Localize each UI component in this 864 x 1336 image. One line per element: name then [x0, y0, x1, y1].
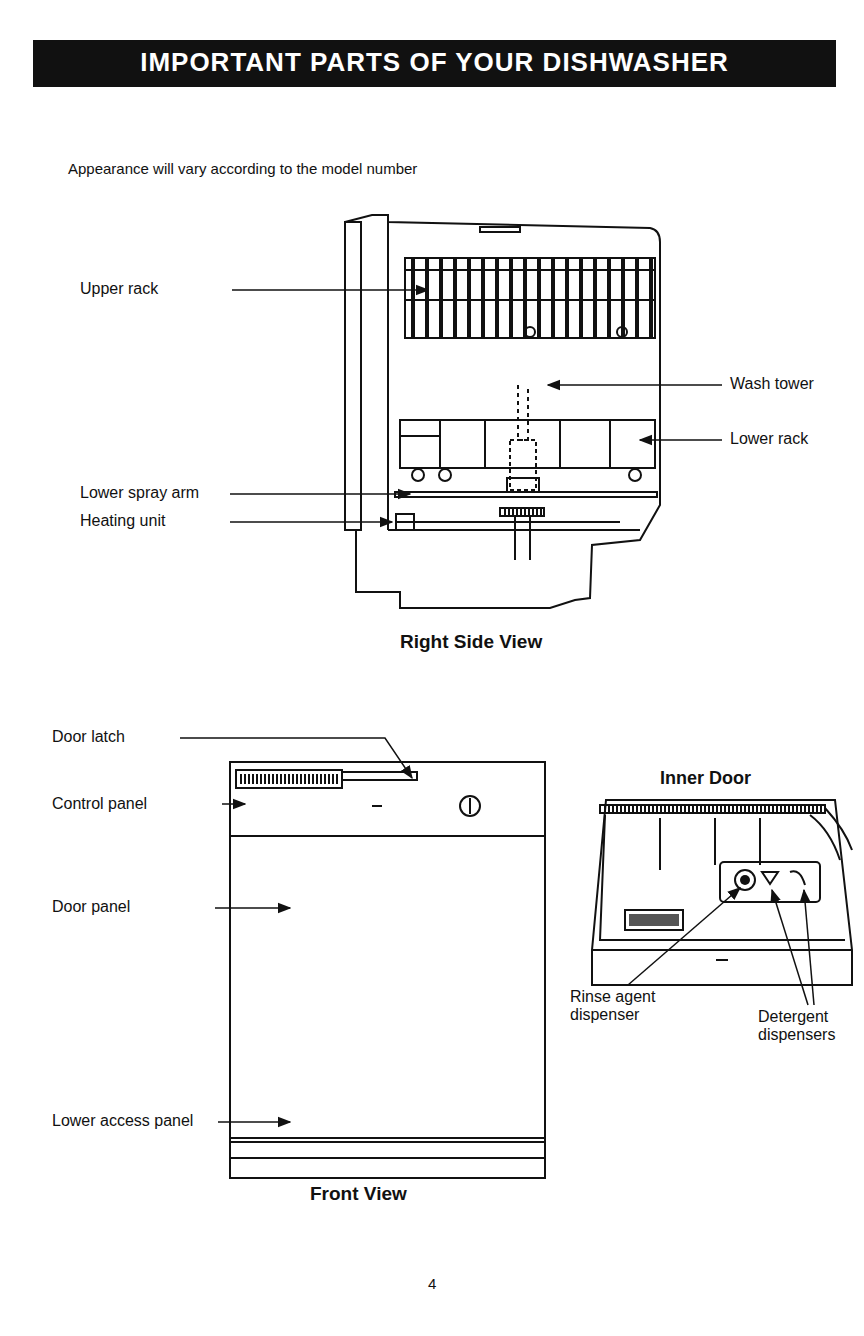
- leader-line: [232, 289, 428, 291]
- part-label: Detergent dispensers: [758, 1008, 858, 1045]
- detergent-cup: [762, 872, 778, 884]
- leader-line: [640, 439, 722, 441]
- part-label: Upper rack: [80, 280, 158, 298]
- grille: [600, 805, 825, 813]
- lower-rack: [400, 420, 655, 468]
- heating-element: [396, 521, 620, 523]
- label-plate-fill: [629, 914, 679, 926]
- grille-slots: [602, 806, 823, 812]
- door-edge: [345, 222, 361, 530]
- control-panel-edge: [230, 835, 545, 837]
- button-strip: [240, 774, 338, 784]
- page-number: 4: [428, 1275, 436, 1292]
- access-panel-edge: [230, 1141, 545, 1143]
- buttons: [240, 774, 338, 784]
- view-caption: Right Side View: [400, 631, 542, 653]
- upper-rack: [405, 258, 655, 338]
- rack-divider: [439, 420, 441, 468]
- note: Appearance will vary according to the mo…: [68, 160, 417, 177]
- side-view: [345, 215, 660, 608]
- leader-line: [230, 493, 410, 495]
- access-panel-edge: [230, 1157, 545, 1159]
- leader-line: [222, 803, 245, 805]
- wash-tower: [518, 385, 528, 440]
- part-label: Heating unit: [80, 512, 165, 530]
- filter-mesh: [502, 509, 542, 515]
- label-plate: [625, 910, 683, 930]
- part-label: Lower access panel: [52, 1112, 193, 1130]
- rib: [659, 818, 661, 870]
- tub-front: [387, 222, 389, 530]
- leaders-side: [230, 290, 722, 522]
- door-liner: [600, 815, 845, 940]
- leader-line: [230, 521, 392, 523]
- rack-divider: [609, 420, 611, 468]
- door-latch: [342, 772, 417, 780]
- rinse-agent-cap: [735, 870, 755, 890]
- inner-door-outline: [592, 800, 852, 985]
- rib: [714, 818, 716, 865]
- title-banner: [33, 40, 836, 87]
- leader-line: [628, 888, 740, 985]
- rack-wheel: [629, 469, 641, 481]
- part-label: Rinse agent dispenser: [570, 988, 680, 1025]
- filter: [500, 508, 544, 516]
- leader-line: [180, 738, 412, 778]
- button-row: [236, 770, 342, 788]
- leaders-inner: [628, 888, 814, 1005]
- leaders-front: [180, 738, 412, 1122]
- upper-rack-wires: [405, 258, 655, 338]
- door-bottom: [592, 949, 852, 951]
- part-label: Lower spray arm: [80, 484, 199, 502]
- access-panel-edge: [230, 1137, 545, 1139]
- view-caption: Front View: [310, 1183, 407, 1205]
- door-edge: [825, 808, 852, 850]
- door-mark: [716, 959, 728, 961]
- part-label: Control panel: [52, 795, 147, 813]
- part-label: Door latch: [52, 728, 125, 746]
- leader-line: [215, 907, 290, 909]
- rib: [759, 818, 761, 865]
- rack-divider: [484, 420, 486, 468]
- rack-wheel: [439, 469, 451, 481]
- spray-hub: [507, 478, 539, 492]
- cabinet-outline: [345, 215, 660, 608]
- detergent-cup: [790, 871, 805, 885]
- leader-line: [804, 890, 814, 1005]
- rack-divider: [559, 420, 561, 468]
- page-title: IMPORTANT PARTS OF YOUR DISHWASHER: [33, 48, 836, 78]
- dial-mark: [469, 798, 471, 814]
- vent: [480, 227, 520, 232]
- inner-door: [592, 800, 852, 985]
- indicator: [372, 805, 382, 807]
- front-outline: [230, 762, 545, 1178]
- rack-wheel: [412, 469, 424, 481]
- wash-tower-base: [510, 440, 536, 490]
- leader-line: [772, 890, 808, 1005]
- leader-line: [548, 384, 722, 386]
- part-label: Lower rack: [730, 430, 808, 448]
- part-label: Door panel: [52, 898, 130, 916]
- front-view: [230, 762, 545, 1178]
- rack-rail: [400, 435, 440, 437]
- dial: [460, 796, 480, 816]
- view-caption: Inner Door: [660, 768, 751, 789]
- rinse-agent-knob: [740, 875, 750, 885]
- leader-line: [218, 1121, 290, 1123]
- part-label: Wash tower: [730, 375, 814, 393]
